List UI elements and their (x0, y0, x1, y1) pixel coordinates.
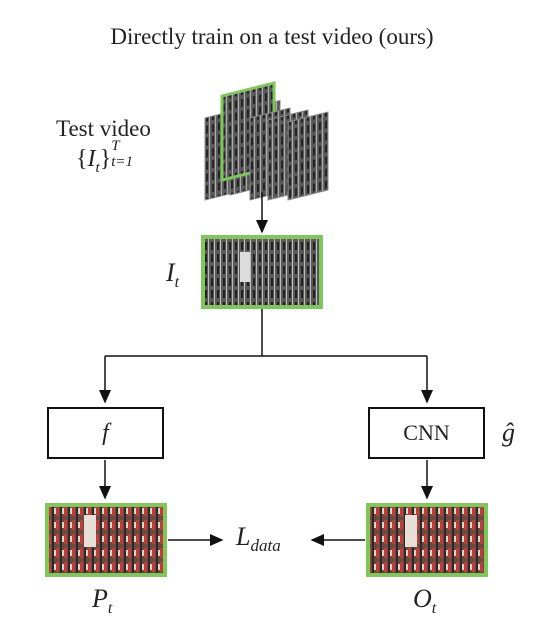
f-box-label: f (102, 419, 109, 446)
set-sup: T (111, 138, 120, 154)
f-function-box: f (47, 407, 164, 459)
loss-var: L (236, 522, 251, 551)
cnn-box-label: CNN (403, 420, 450, 445)
set-close-brace: } (99, 146, 112, 172)
g-hat-label: ĝ (502, 418, 515, 447)
loss-sub: data (250, 536, 281, 556)
diagram-title: Directly train on a test video (ours) (110, 24, 434, 49)
test-video-set-notation: {It} T t=1 (76, 138, 151, 177)
loss-label: Ldata (236, 522, 281, 556)
input-frame-image (201, 235, 323, 309)
test-video-label: Test video (56, 116, 151, 141)
p-label-var: P (92, 584, 108, 613)
set-sub: t=1 (111, 154, 134, 170)
p-label: Pt (92, 584, 112, 618)
frame-label: It (166, 258, 179, 292)
o-frame-image (366, 503, 488, 577)
p-label-sub: t (107, 600, 113, 618)
o-label: Ot (413, 584, 436, 618)
p-frame-image (45, 503, 167, 577)
video-frame-stack (204, 81, 329, 201)
o-label-var: O (413, 584, 432, 613)
set-var: I (87, 146, 96, 172)
frame-label-var: I (166, 258, 175, 287)
set-var-sub: t (95, 159, 100, 176)
cnn-box: CNN (368, 407, 485, 459)
frame-label-sub: t (174, 274, 180, 292)
o-label-sub: t (431, 600, 437, 618)
set-open-brace: { (76, 146, 88, 172)
